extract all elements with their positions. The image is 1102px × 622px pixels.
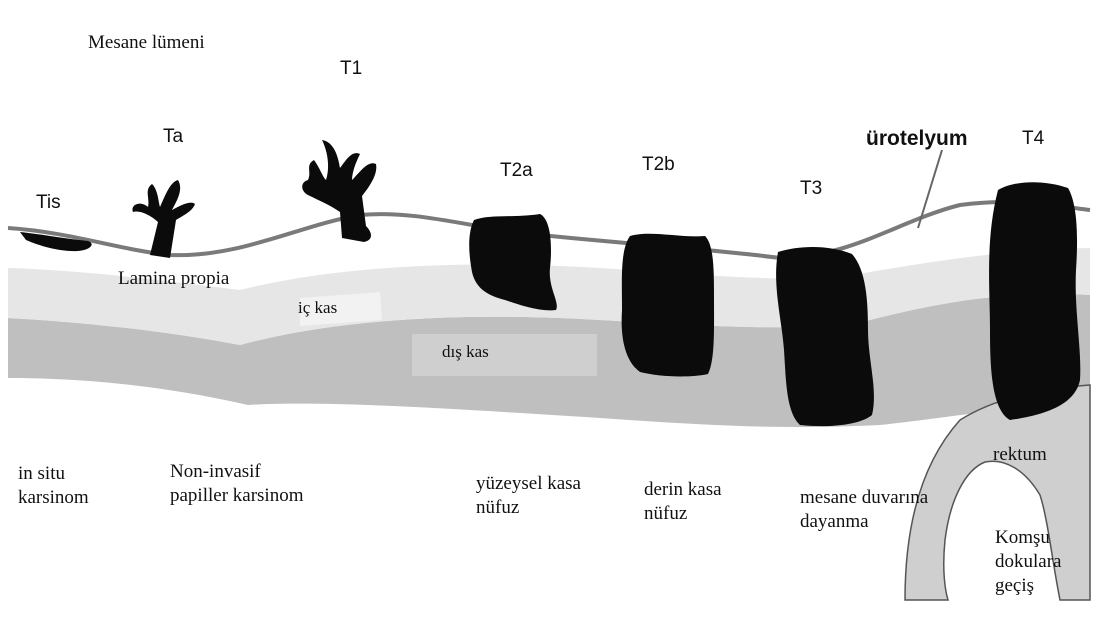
lamina-propria-label: Lamina propia (118, 268, 229, 291)
urothelium-label: ürotelyum (866, 126, 968, 151)
tumor-ta (132, 180, 195, 258)
outer-muscle-label-backdrop (412, 334, 597, 376)
stage-label-t3: T3 (800, 178, 822, 201)
description-ta: Non-invasif papiller karsinom (170, 460, 304, 508)
description-t4: Komşu dokulara geçiş (995, 526, 1061, 597)
description-t3: mesane duvarına dayanma (800, 486, 928, 534)
description-t2b: derin kasa nüfuz (644, 478, 722, 526)
stage-label-tis: Tis (36, 192, 61, 215)
inner-muscle-label: iç kas (298, 298, 337, 318)
stage-label-t1: T1 (340, 58, 362, 81)
stage-label-t4: T4 (1022, 128, 1044, 151)
description-tis: in situ karsinom (18, 462, 89, 510)
outer-muscle-label: dış kas (442, 342, 489, 362)
bladder-lumen-label: Mesane lümeni (88, 32, 205, 55)
tumor-t2b (622, 234, 714, 377)
stage-label-t2b: T2b (642, 154, 675, 177)
stage-label-ta: Ta (163, 126, 183, 149)
tumor-t3 (776, 247, 874, 426)
stage-label-t2a: T2a (500, 160, 533, 183)
description-t2a: yüzeysel kasa nüfuz (476, 472, 581, 520)
tumor-t4 (989, 182, 1080, 420)
rectum-label: rektum (993, 444, 1047, 467)
